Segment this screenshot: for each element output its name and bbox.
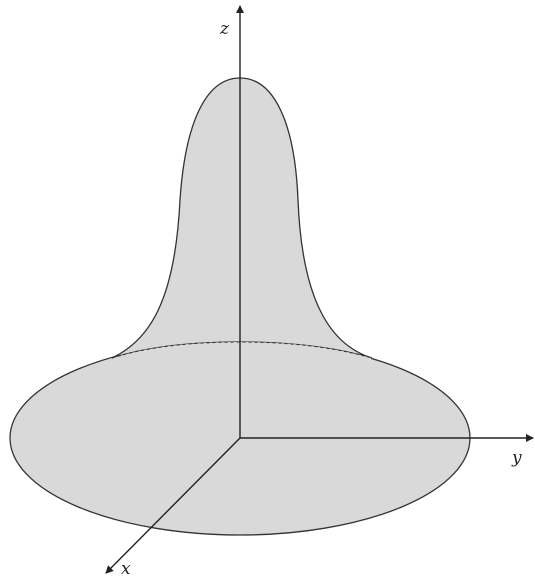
x-axis-label: x bbox=[121, 559, 131, 577]
surface-blend bbox=[113, 342, 371, 366]
hidden-rim-dashed bbox=[111, 341, 373, 359]
peak-surface bbox=[111, 77, 373, 359]
z-axis-label: z bbox=[219, 19, 230, 39]
x-axis bbox=[105, 437, 241, 574]
y-axis-label: y bbox=[511, 448, 522, 468]
